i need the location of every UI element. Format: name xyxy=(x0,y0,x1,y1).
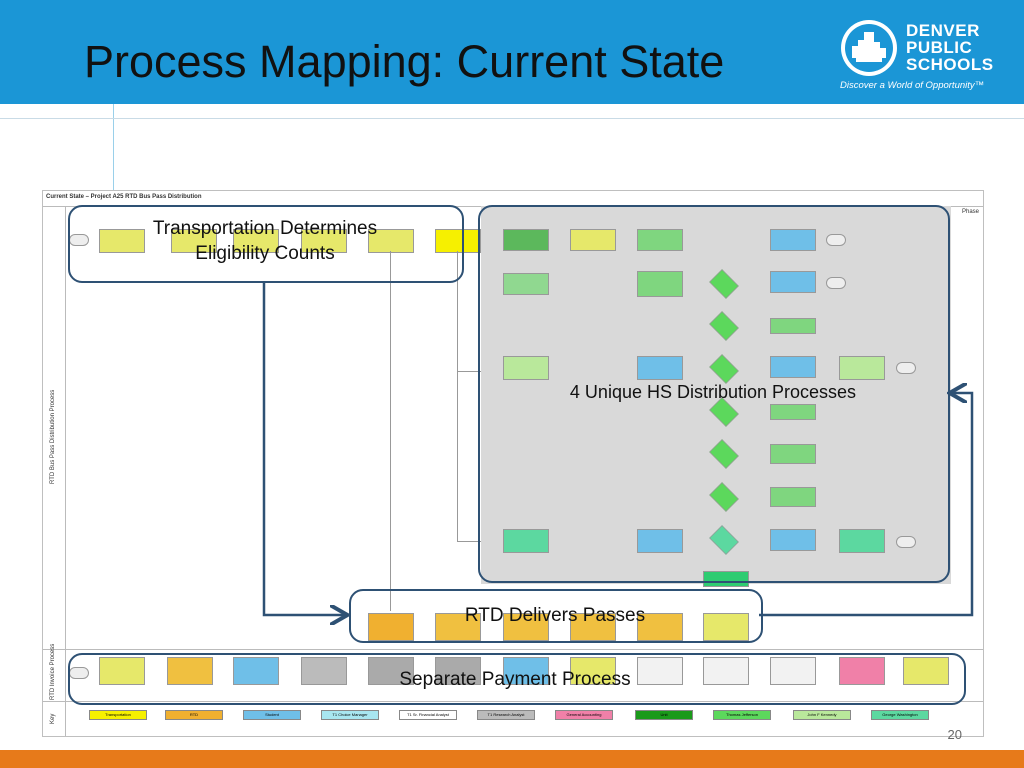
process-box xyxy=(637,229,683,251)
process-box xyxy=(233,229,279,253)
logo-tagline: Discover a World of Opportunity™ xyxy=(840,80,985,91)
lane-divider xyxy=(43,701,983,702)
logo-line-schools: SCHOOLS xyxy=(906,55,994,74)
process-box xyxy=(570,657,616,685)
process-box xyxy=(503,273,549,295)
end-node xyxy=(896,362,916,374)
process-box xyxy=(703,657,749,685)
callout-payment xyxy=(68,653,966,705)
process-box xyxy=(368,229,414,253)
lane-divider xyxy=(65,206,66,736)
process-box xyxy=(703,571,749,587)
key-student: Student xyxy=(243,710,301,720)
process-box xyxy=(770,271,816,293)
process-box xyxy=(839,529,885,553)
end-node xyxy=(826,277,846,289)
key-thomas-jefferson: Thomas Jefferson xyxy=(713,710,771,720)
process-box xyxy=(233,657,279,685)
process-box xyxy=(839,356,885,380)
process-box xyxy=(368,657,414,685)
process-box xyxy=(301,657,347,685)
callout-label-transportation: Transportation Determines Eligibility Co… xyxy=(152,218,378,264)
key-transportation: Transportation xyxy=(89,710,147,720)
process-box xyxy=(435,657,481,685)
flow-line xyxy=(390,251,391,611)
process-box xyxy=(503,657,549,685)
key-general-accounting: General Accounting xyxy=(555,710,613,720)
process-box xyxy=(770,356,816,378)
process-box xyxy=(503,356,549,380)
hs-distribution-region xyxy=(481,206,951,584)
lane-divider xyxy=(43,649,983,650)
process-box xyxy=(99,229,145,253)
arrow-to-rtd xyxy=(262,281,345,615)
diagram-title: Current State – Project A25 RTD Bus Pass… xyxy=(46,194,202,200)
callout-label-payment: Separate Payment Process xyxy=(399,669,631,690)
process-box xyxy=(770,229,816,251)
process-box xyxy=(637,657,683,685)
logo-line-public: PUBLIC xyxy=(906,38,973,57)
phase-label: Phase xyxy=(961,209,979,215)
process-box xyxy=(368,613,414,641)
process-box xyxy=(570,613,616,641)
process-box xyxy=(435,613,481,641)
key-rtd: RTD xyxy=(165,710,223,720)
process-box xyxy=(770,529,816,551)
slide-title: Process Mapping: Current State xyxy=(84,36,725,87)
process-box xyxy=(903,657,949,685)
logo-wordmark: DENVER PUBLIC SCHOOLS xyxy=(906,22,994,73)
process-box xyxy=(770,318,816,334)
process-box xyxy=(503,529,549,553)
key-unit: Unit xyxy=(635,710,693,720)
key-sr-financial-analyst: T1 Sr. Financial Analyst xyxy=(399,710,457,720)
arrow-to-hs xyxy=(759,393,974,617)
key-george-washington: George Washington xyxy=(871,710,929,720)
process-box xyxy=(637,529,683,553)
process-box xyxy=(770,404,816,420)
end-node xyxy=(826,234,846,246)
process-box xyxy=(703,613,749,641)
process-box xyxy=(167,657,213,685)
callout-transportation xyxy=(68,205,464,283)
dps-emblem-icon xyxy=(841,20,897,76)
key-research-analyst: T1 Research Analyst xyxy=(477,710,535,720)
process-box xyxy=(99,657,145,685)
process-box xyxy=(171,229,217,253)
process-box xyxy=(637,613,683,641)
key-choice-manager: T1 Choice Manager xyxy=(321,710,379,720)
process-box xyxy=(503,613,549,641)
callout-label-rtd-delivers: RTD Delivers Passes xyxy=(464,605,646,626)
logo-line-denver: DENVER xyxy=(906,21,980,40)
process-box xyxy=(770,657,816,685)
flow-line xyxy=(457,251,458,541)
process-box xyxy=(301,229,347,253)
slide-number: 20 xyxy=(947,727,962,742)
end-node xyxy=(896,536,916,548)
process-box xyxy=(435,229,481,253)
divider-line xyxy=(0,118,1024,119)
process-box xyxy=(503,229,549,251)
key-john-f-kennedy: John F Kennedy xyxy=(793,710,851,720)
slide-footer-bar xyxy=(0,750,1024,768)
callout-label-hs-distribution: 4 Unique HS Distribution Processes xyxy=(569,382,857,402)
process-box xyxy=(570,229,616,251)
dps-logo: DENVER PUBLIC SCHOOLS Discover a World o… xyxy=(834,14,1012,98)
process-box xyxy=(637,271,683,297)
process-box xyxy=(770,444,816,464)
process-box xyxy=(770,487,816,507)
process-box xyxy=(839,657,885,685)
process-box xyxy=(637,356,683,380)
divider-line xyxy=(113,104,114,190)
